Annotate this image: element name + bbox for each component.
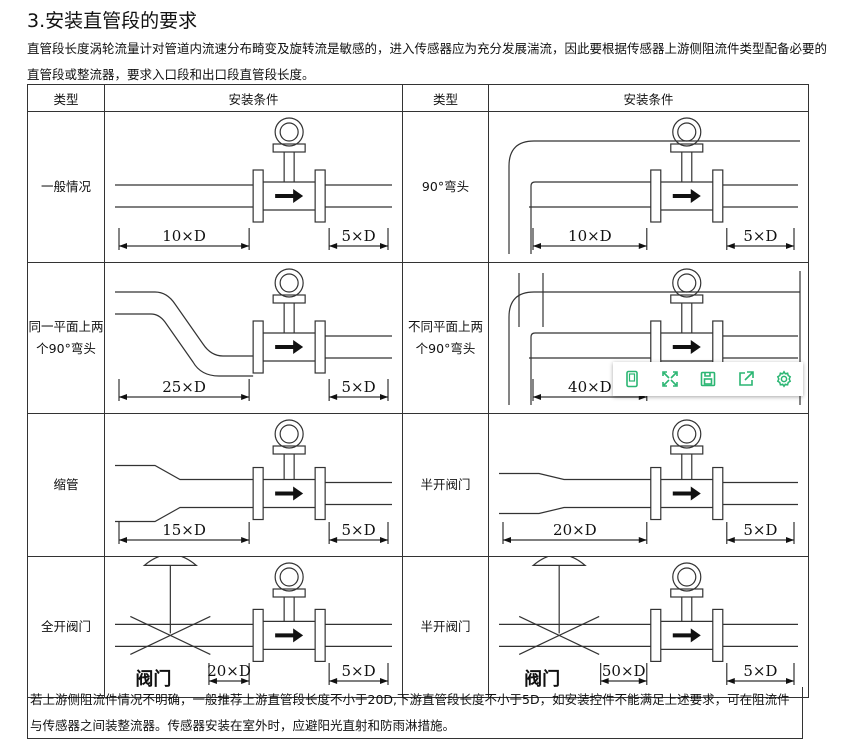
flange xyxy=(252,320,264,374)
dimension-label: 5×D xyxy=(743,227,777,245)
flange xyxy=(712,608,724,663)
dimension-label: 25×D xyxy=(162,378,206,396)
flow-arrow-icon xyxy=(672,486,701,501)
flow-arrow-icon xyxy=(672,628,701,643)
flow-arrow-icon xyxy=(672,340,701,354)
footer-note: 若上游侧阻流件情况不明确，一般推荐上游直管段长度不小于20D,下游直管段长度不小… xyxy=(27,687,803,739)
header-type-left: 类型 xyxy=(27,84,105,112)
dimension-label: 20×D xyxy=(207,662,251,680)
install-requirements-table: 类型 安装条件 类型 安装条件 一般情况 10×D 5×D 90°弯头 10×D 5… xyxy=(27,84,809,698)
table-header-row: 类型 安装条件 类型 安装条件 xyxy=(27,84,809,112)
type-cell: 不同平面上两个90°弯头 xyxy=(402,262,489,414)
diagram-double-elbow-same-plane: 25×D 5×D xyxy=(104,262,403,414)
flow-arrow-icon xyxy=(275,189,304,203)
dimension-label: 50×D xyxy=(602,662,646,680)
flow-arrow-icon xyxy=(275,340,304,354)
flange xyxy=(314,320,326,374)
flow-arrow-icon xyxy=(275,486,304,501)
type-cell: 同一平面上两个90°弯头 xyxy=(27,262,105,414)
type-cell: 半开阀门 xyxy=(402,556,489,698)
floating-toolbar xyxy=(613,362,803,396)
transmitter-head xyxy=(274,268,304,298)
header-condition-left: 安装条件 xyxy=(104,84,403,112)
table-row: 全开阀门 阀门 20×D 5×D 半开阀门 阀门 50×D 5×D xyxy=(27,556,809,698)
dimension-label: 20×D xyxy=(553,521,597,539)
table-row: 缩管 15×D 5×D 半开阀门 20×D 5×D xyxy=(27,413,809,557)
settings-icon[interactable] xyxy=(773,368,795,390)
flange xyxy=(252,608,264,663)
flange xyxy=(712,169,724,223)
type-cell: 全开阀门 xyxy=(27,556,105,698)
dimension-label: 10×D xyxy=(568,227,612,245)
diagram-elbow: 10×D 5×D xyxy=(488,111,809,263)
dimension-label: 5×D xyxy=(341,378,375,396)
valve-label: 阀门 xyxy=(524,668,560,690)
flange xyxy=(252,466,264,521)
flow-arrow-icon xyxy=(275,628,304,643)
flange xyxy=(314,466,326,521)
flange xyxy=(314,169,326,223)
mobile-icon[interactable] xyxy=(621,368,643,390)
transmitter-head xyxy=(274,419,304,449)
diagram-full-valve: 阀门 20×D 5×D xyxy=(104,556,403,698)
diagram-half-valve-gate: 阀门 50×D 5×D xyxy=(488,556,809,698)
diagram-straight: 10×D 5×D xyxy=(104,111,403,263)
dimension-label: 10×D xyxy=(162,227,206,245)
flange xyxy=(650,169,662,223)
valve-label: 阀门 xyxy=(135,668,171,690)
header-type-right: 类型 xyxy=(402,84,489,112)
flange xyxy=(650,466,662,521)
header-condition-right: 安装条件 xyxy=(488,84,809,112)
flange xyxy=(650,608,662,663)
transmitter-head xyxy=(274,117,304,147)
transmitter-head xyxy=(672,268,702,298)
transmitter-head xyxy=(672,419,702,449)
flange xyxy=(314,608,326,663)
dimension-label: 15×D xyxy=(162,521,206,539)
diagram-half-valve: 20×D 5×D xyxy=(488,413,809,557)
dimension-label: 5×D xyxy=(743,521,777,539)
dimension-label: 5×D xyxy=(743,662,777,680)
flow-arrow-icon xyxy=(672,189,701,203)
transmitter-head xyxy=(672,562,702,592)
type-cell: 缩管 xyxy=(27,413,105,557)
transmitter-head xyxy=(274,562,304,592)
dimension-label: 5×D xyxy=(341,521,375,539)
transmitter-head xyxy=(672,117,702,147)
share-icon[interactable] xyxy=(735,368,757,390)
flange xyxy=(712,466,724,521)
diagram-reducer: 15×D 5×D xyxy=(104,413,403,557)
dimension-label: 5×D xyxy=(341,227,375,245)
type-cell: 90°弯头 xyxy=(402,111,489,263)
type-cell: 半开阀门 xyxy=(402,413,489,557)
section-title: 3.安装直管段的要求 xyxy=(27,10,198,32)
expand-icon[interactable] xyxy=(659,368,681,390)
save-icon[interactable] xyxy=(697,368,719,390)
flange xyxy=(252,169,264,223)
dimension-label: 40×D xyxy=(568,378,612,396)
intro-paragraph: 直管段长度涡轮流量计对管道内流速分布畸变及旋转流是敏感的，进入传感器应为充分发展… xyxy=(27,41,828,82)
dimension-label: 5×D xyxy=(341,662,375,680)
table-row: 一般情况 10×D 5×D 90°弯头 10×D 5×D xyxy=(27,111,809,263)
type-cell: 一般情况 xyxy=(27,111,105,263)
